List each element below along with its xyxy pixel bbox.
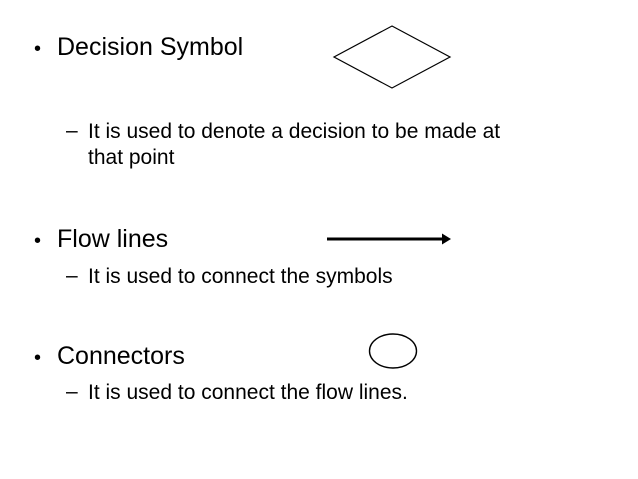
bullet-dot-icon: • [34,38,42,60]
diamond-outline [332,25,452,89]
bullet-dot-icon: • [34,347,42,369]
sub-bullet-line-1: It is used to denote a decision to be ma… [88,120,501,143]
right-arrow-icon [327,233,451,245]
sub-bullet-connectors: – It is used to connect the flow lines. [66,380,408,406]
bullet-title-connectors: Connectors [57,342,185,370]
decision-diamond-shape [332,24,454,92]
en-dash-icon: – [66,264,78,287]
sub-bullet-flow-lines: – It is used to connect the symbols [66,264,393,290]
connector-ellipse-icon [368,333,418,369]
bullet-title-decision-symbol: Decision Symbol [57,33,244,61]
ellipse-outline [368,333,418,369]
bullet-dot-icon: • [34,230,42,252]
bullet-title-flow-lines: Flow lines [57,225,169,253]
flow-line-arrow-shape [326,230,456,248]
decision-diamond-icon [332,25,452,89]
sub-bullet-line-1: It is used to connect the flow lines. [88,381,408,404]
en-dash-icon: – [66,380,78,403]
en-dash-icon: – [66,119,78,142]
connector-ellipse-shape [368,331,422,373]
sub-bullet-line-2: that point [88,146,175,169]
arrow-head [442,233,451,245]
bullet-item-connectors: • Connectors [34,341,185,371]
sub-bullet-decision-symbol: – It is used to denote a decision to be … [66,119,586,171]
sub-bullet-line-1: It is used to connect the symbols [88,265,393,288]
bullet-item-decision-symbol: • Decision Symbol [34,32,243,62]
bullet-item-flow-lines: • Flow lines [34,224,168,254]
